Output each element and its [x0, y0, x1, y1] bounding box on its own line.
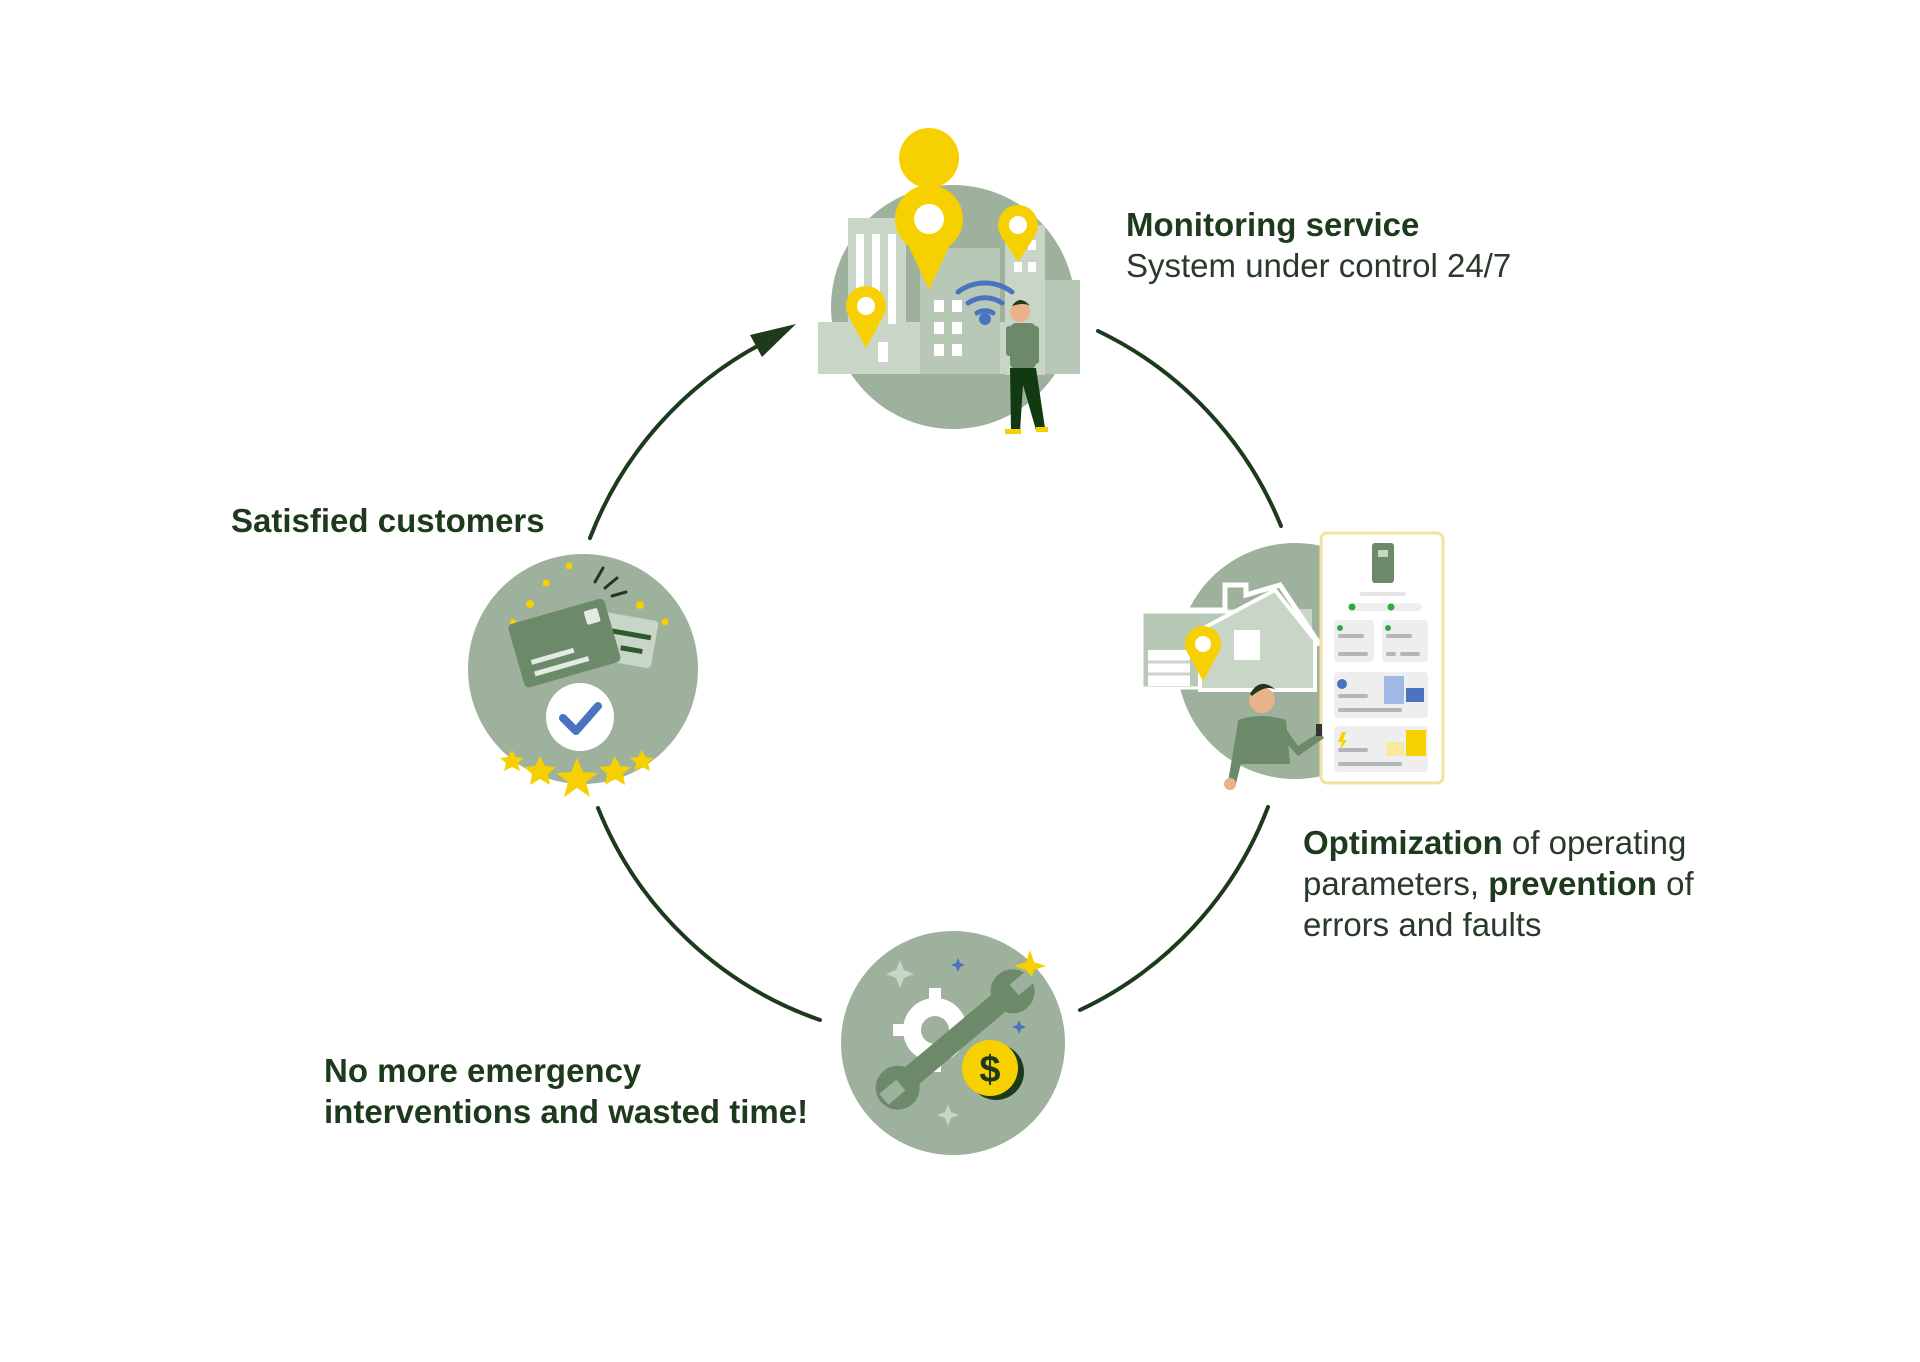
arc-monitoring-to-optimization — [1096, 329, 1283, 528]
optimization-text-2: parameters, — [1303, 865, 1489, 902]
arc-optimization-to-savings — [1078, 805, 1270, 1012]
prevention-bold: prevention — [1488, 865, 1657, 902]
optimization-text-1: of operating — [1502, 824, 1687, 861]
monitoring-subtitle: System under control 24/7 — [1126, 247, 1512, 284]
optimization-label: Optimization of operating parameters, pr… — [1303, 822, 1694, 945]
monitoring-title: Monitoring service — [1126, 206, 1420, 243]
city-monitoring-icon — [818, 128, 1080, 434]
no-emergency-line-1: No more emergency — [324, 1052, 642, 1089]
no-emergency-line-2: interventions and wasted time! — [324, 1093, 809, 1130]
no-emergency-label: No more emergency interventions and wast… — [324, 1050, 808, 1132]
monitoring-label: Monitoring service System under control … — [1126, 204, 1511, 286]
arc-savings-to-satisfied — [596, 806, 822, 1022]
wrench-gear-dollar-icon — [841, 931, 1065, 1155]
optimization-text-4: errors and faults — [1303, 906, 1542, 943]
cycle-arrows — [588, 329, 1283, 1022]
cards-check-stars-icon — [468, 554, 698, 797]
house-app-icon — [1140, 531, 1445, 790]
satisfied-label: Satisfied customers — [231, 500, 545, 541]
arrow-head — [750, 324, 796, 357]
optimization-text-3: of — [1656, 865, 1694, 902]
dollar-symbol: $ — [979, 1049, 1000, 1091]
arc-satisfied-to-monitoring — [588, 341, 765, 540]
optimization-bold: Optimization — [1303, 824, 1503, 861]
satisfied-title: Satisfied customers — [231, 502, 545, 539]
